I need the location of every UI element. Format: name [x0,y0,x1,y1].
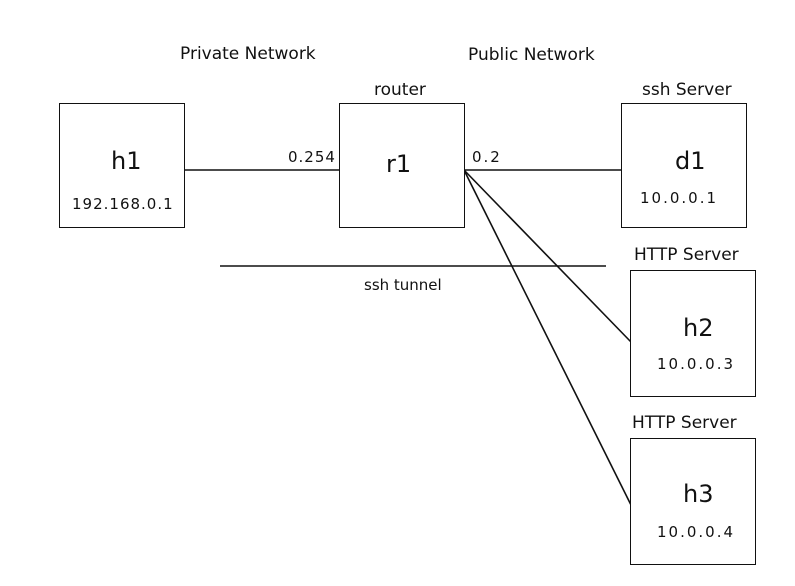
server-d1-ip: 10.0.0.1 [640,189,719,207]
server-h3-name: h3 [683,480,714,508]
host-h1-name: h1 [111,147,142,175]
server-h3-ip: 10.0.0.4 [657,523,736,541]
router-r1-name: r1 [386,150,412,178]
ssh-tunnel-label: ssh tunnel [364,276,442,294]
server-h2-ip: 10.0.0.3 [657,355,736,373]
link-r1-h3 [463,169,632,506]
host-h1-ip: 192.168.0.1 [72,195,174,213]
router-caption: router [374,80,426,100]
host-h1-box [59,103,185,228]
server-d1-name: d1 [675,147,706,175]
server-d1-box [621,103,747,228]
server-h3-box [630,438,756,565]
router-private-interface: 0.254 [288,148,336,166]
server-h2-name: h2 [683,314,714,342]
server-h2-box [630,270,756,397]
router-public-interface: 0.2 [472,148,502,166]
ssh-server-caption: ssh Server [642,80,732,100]
link-r1-h2 [463,169,632,343]
private-network-heading: Private Network [180,44,316,64]
http-server-h2-caption: HTTP Server [634,245,739,265]
public-network-heading: Public Network [468,45,595,65]
router-r1-box [339,103,465,228]
http-server-h3-caption: HTTP Server [632,413,737,433]
